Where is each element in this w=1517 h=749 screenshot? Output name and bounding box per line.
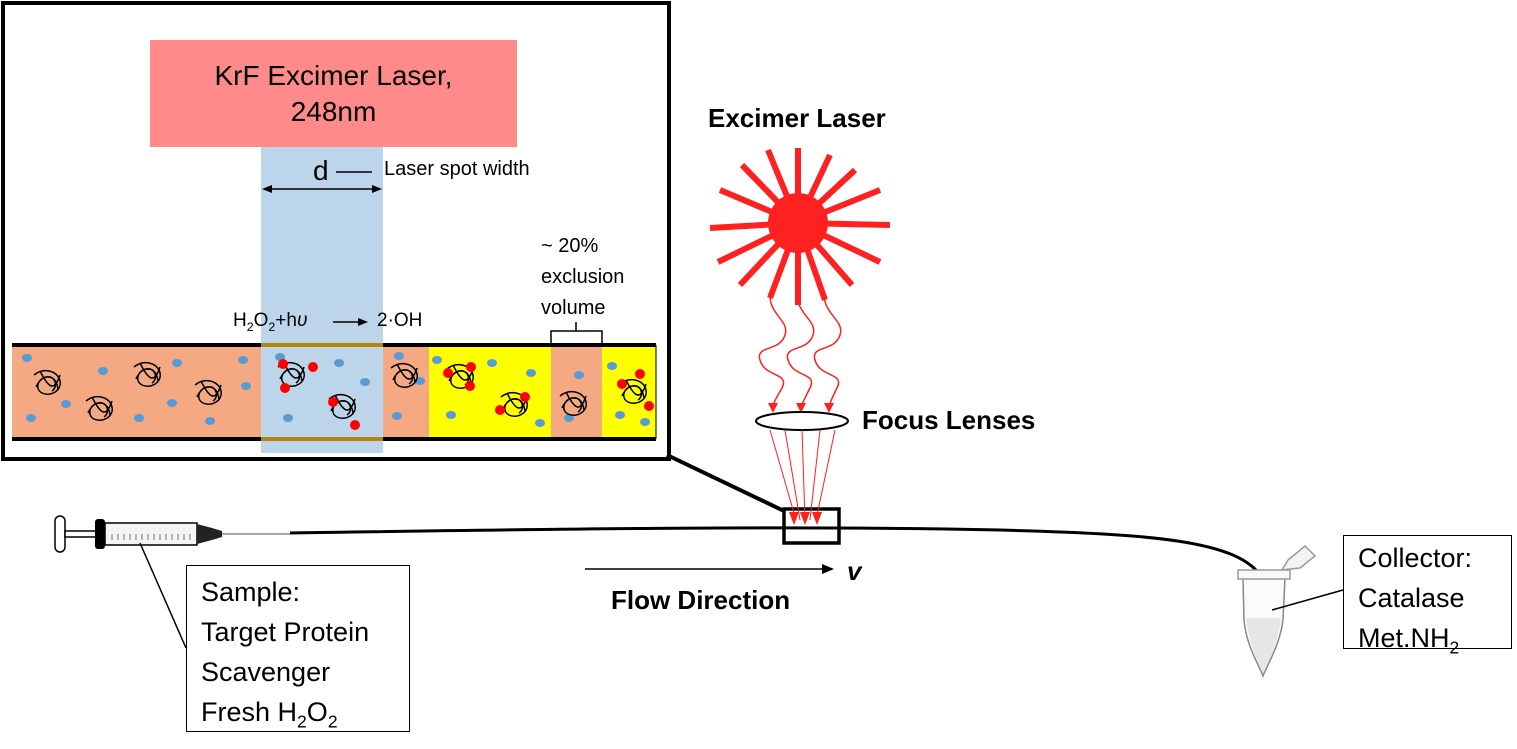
- sample-line-4: Fresh H2O2: [201, 697, 338, 732]
- reaction-product: 2·OH: [377, 310, 423, 331]
- laser-title-line2: 248nm: [290, 95, 377, 127]
- laser-wave-rays: [758, 291, 842, 411]
- radical-dots: [278, 359, 654, 430]
- flow-direction-label: Flow Direction: [611, 585, 791, 615]
- focus-lens: [755, 411, 849, 431]
- sample-line-2: Target Protein: [201, 617, 370, 647]
- spot-symbol: d: [313, 155, 329, 186]
- capillary-tubing: [289, 526, 1264, 605]
- buffer-segment-1: [12, 346, 261, 438]
- sample-box: Sample: Target Protein Scavenger Fresh H…: [186, 565, 410, 732]
- velocity-symbol: v: [847, 556, 862, 586]
- laser-beam-column: [261, 147, 383, 453]
- collector-line-3: Met.NH2: [1358, 623, 1460, 658]
- collector-line-2: Catalase: [1358, 583, 1465, 613]
- inset-zoom-frame: [1, 1, 671, 461]
- laser-title-line1: KrF Excimer Laser,: [214, 59, 453, 91]
- spot-width-label: Laser spot width: [384, 158, 530, 180]
- excimer-laser-label: Excimer Laser: [708, 103, 886, 133]
- laser-burst-icon: [709, 148, 891, 305]
- sample-line-1: Sample:: [201, 577, 301, 607]
- focused-rays: [769, 429, 836, 521]
- inset-drawing: [12, 147, 657, 453]
- exclusion-label: ~ 20% exclusion volume: [541, 235, 625, 319]
- sample-line-3: Scavenger: [201, 657, 331, 687]
- collector-line-1: Collector:: [1358, 543, 1473, 573]
- syringe-icon: [54, 515, 290, 553]
- scavenger-dots: [22, 352, 650, 427]
- collector-pointer: [1271, 589, 1344, 611]
- sample-pointer: [139, 542, 187, 649]
- collector-box: Collector: Catalase Met.NH2: [1343, 535, 1512, 657]
- buffer-segment-2: [383, 346, 429, 438]
- zoom-connector: [666, 453, 785, 513]
- reaction-reactants: H2O2+hυ: [233, 310, 308, 334]
- krf-laser-box: KrF Excimer Laser, 248nm: [150, 40, 517, 147]
- focus-lenses-label: Focus Lenses: [862, 405, 1036, 435]
- eppendorf-tube-icon: [1237, 544, 1317, 679]
